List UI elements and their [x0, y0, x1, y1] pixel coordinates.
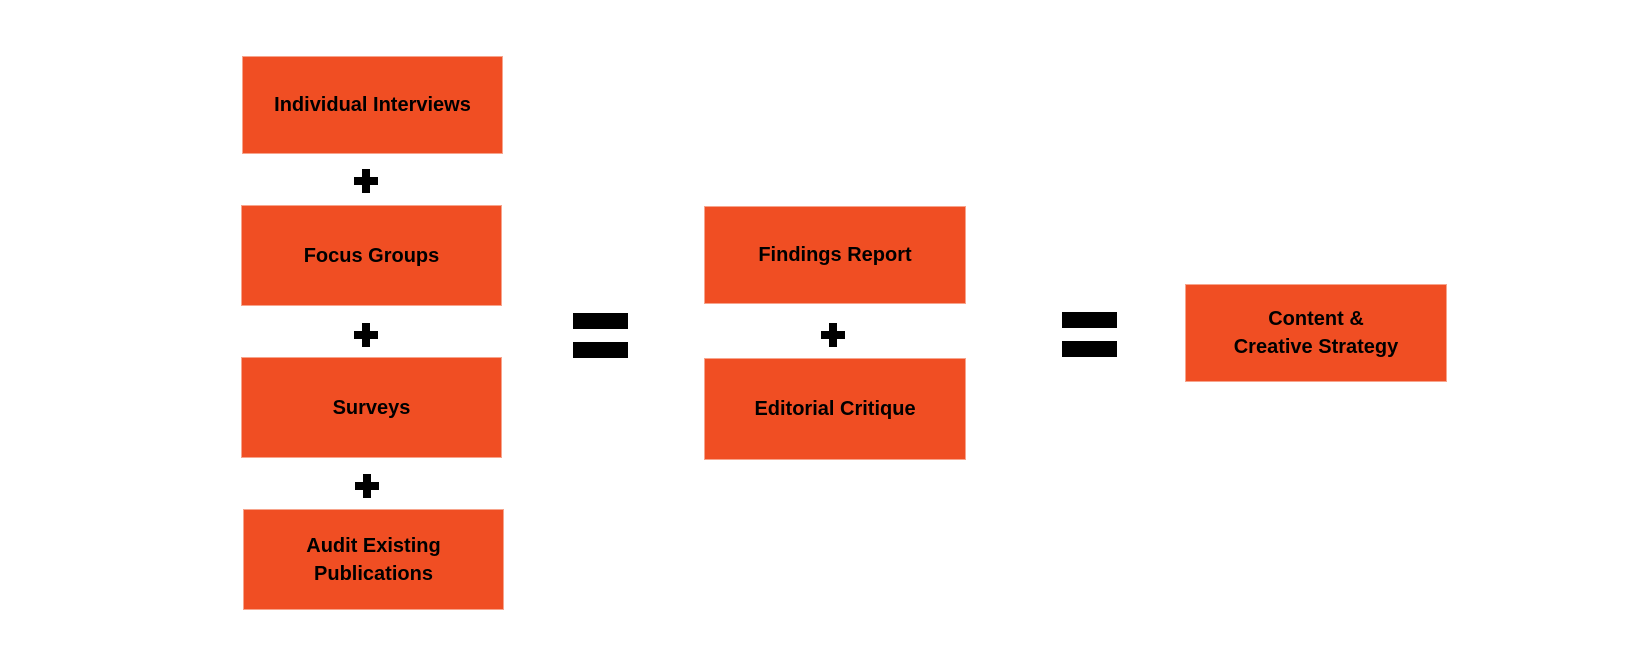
box-surveys: Surveys [242, 358, 501, 457]
plus-icon [821, 323, 845, 347]
plus-icon [354, 169, 378, 193]
box-individual-interviews: Individual Interviews [243, 57, 502, 153]
box-label: Audit Existing Publications [306, 534, 441, 585]
plus-icon [355, 474, 379, 498]
box-audit-existing-publications: Audit Existing Publications [244, 510, 503, 609]
box-label: Surveys [332, 396, 411, 419]
plus-icon [354, 323, 378, 347]
box-editorial-critique: Editorial Critique [705, 359, 965, 459]
box-label: Individual Interviews [274, 94, 471, 116]
box-label-line2: Creative Strategy [1233, 336, 1399, 358]
box-content-creative-strategy: Content & Creative Strategy [1186, 285, 1446, 381]
box-label: Focus Groups [303, 244, 440, 267]
equals-icon [573, 313, 628, 358]
box-label: Findings Report [758, 244, 912, 266]
box-findings-report: Findings Report [705, 207, 965, 303]
box-label-line1: Content & [1268, 308, 1364, 330]
equals-icon [1062, 312, 1117, 357]
box-focus-groups: Focus Groups [242, 206, 501, 305]
box-label: Editorial Critique [754, 398, 916, 420]
